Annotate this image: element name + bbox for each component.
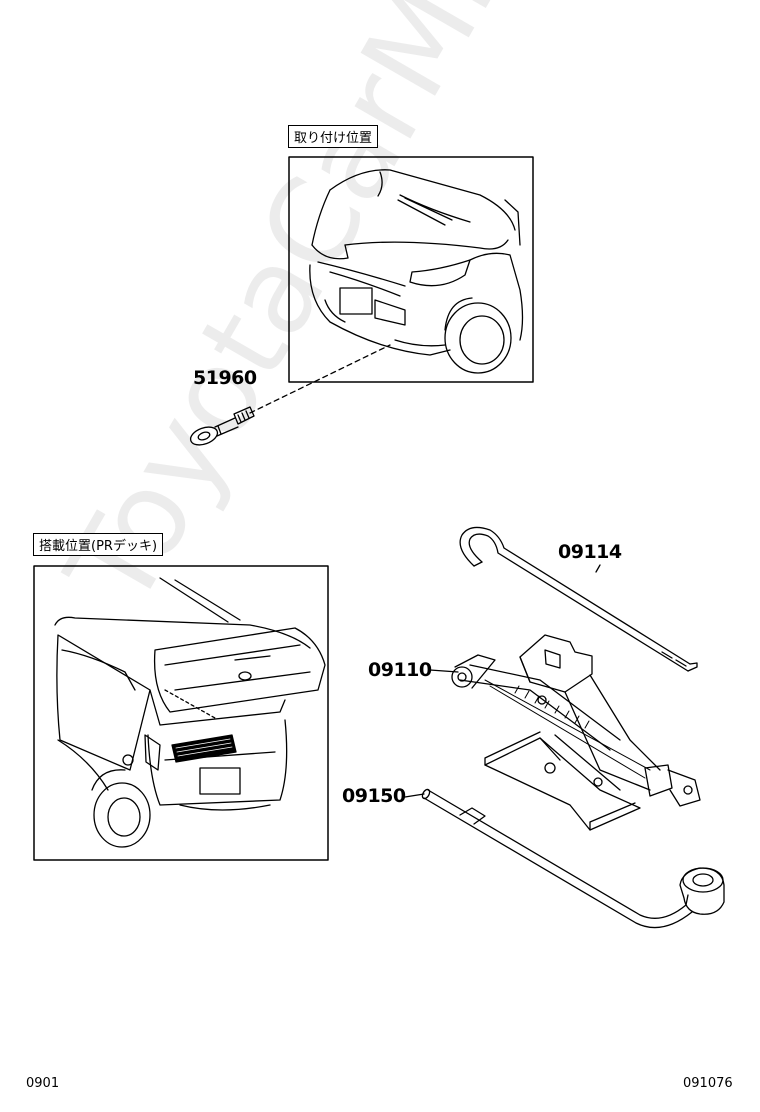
- leader-09114: [595, 564, 601, 573]
- leader-09110: [429, 669, 459, 673]
- stowage-location-frame: [33, 565, 329, 861]
- scissor-jack-illustration: [451, 634, 701, 831]
- footer-left-code: 0901: [26, 1076, 60, 1091]
- footer-right-code: 091076: [683, 1076, 733, 1091]
- part-number-09110[interactable]: 09110: [368, 659, 432, 681]
- stowage-location-label: 搭載位置(PRデッキ): [33, 533, 164, 556]
- part-number-09114[interactable]: 09114: [558, 541, 622, 563]
- install-location-label: 取り付け位置: [288, 125, 379, 148]
- front-car-illustration: [309, 169, 524, 374]
- rear-car-illustration: [54, 577, 326, 848]
- part-number-09150[interactable]: 09150: [342, 785, 406, 807]
- leader-09150: [404, 793, 425, 798]
- wheel-wrench-illustration: [421, 788, 725, 929]
- towing-eye-illustration: [189, 406, 255, 446]
- towing-eye-leader: [249, 344, 391, 414]
- jack-handle-illustration: [459, 526, 698, 672]
- install-location-frame: [288, 156, 534, 383]
- part-number-51960[interactable]: 51960: [193, 367, 257, 389]
